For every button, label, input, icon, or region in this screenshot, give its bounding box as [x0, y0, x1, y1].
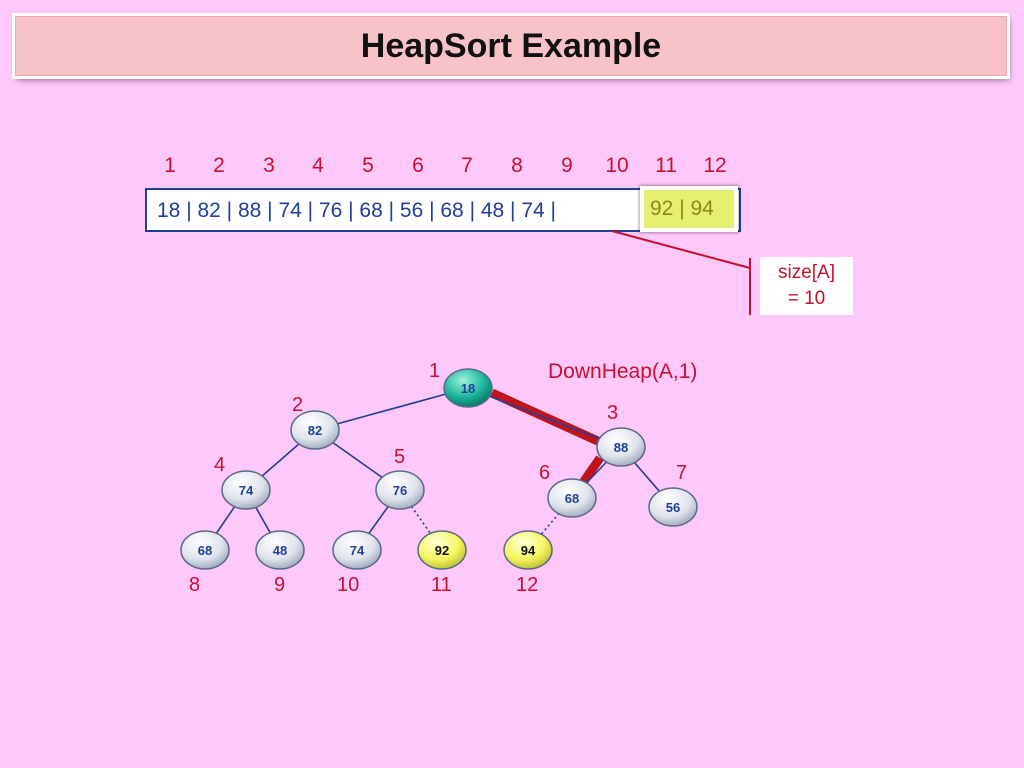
heap-node-6-value: 68 — [565, 491, 579, 506]
heap-node-12: 94 — [503, 530, 553, 570]
node-index-6: 6 — [539, 462, 551, 484]
array-index-12: 12 — [703, 154, 727, 177]
heap-node-2-value: 82 — [308, 423, 322, 438]
array-index-11: 11 — [655, 154, 677, 177]
array-index-4: 4 — [312, 154, 324, 177]
heap-node-9: 48 — [255, 530, 305, 570]
title-bar: HeapSort Example — [15, 16, 1007, 76]
array-index-9: 9 — [561, 154, 573, 177]
heap-node-11-value: 92 — [435, 543, 449, 558]
heap-node-9-value: 48 — [273, 543, 287, 558]
array-values: 18 | 82 | 88 | 74 | 76 | 68 | 56 | 68 | … — [157, 199, 556, 222]
heap-node-1-value: 18 — [461, 381, 475, 396]
node-index-7: 7 — [676, 462, 688, 484]
heap-node-10: 74 — [332, 530, 382, 570]
heap-node-11: 92 — [417, 530, 467, 570]
array-index-1: 1 — [164, 154, 176, 177]
node-index-1: 1 — [429, 360, 441, 382]
edge-1-2 — [314, 387, 469, 431]
array-index-7: 7 — [461, 154, 473, 177]
heap-node-1: 18 — [443, 368, 493, 408]
heap-node-5: 76 — [375, 470, 425, 510]
size-note: size[A] = 10 — [760, 257, 853, 315]
heap-node-8-value: 68 — [198, 543, 212, 558]
heap-node-4: 74 — [221, 470, 271, 510]
sorted-values: 92 | 94 — [650, 197, 714, 220]
node-index-11: 11 — [431, 574, 452, 596]
node-index-4: 4 — [214, 454, 226, 476]
heap-node-7: 56 — [648, 487, 698, 527]
page-title: HeapSort Example — [360, 26, 662, 65]
array-index-5: 5 — [362, 154, 374, 177]
heap-node-10-value: 74 — [350, 543, 365, 558]
heap-node-4-value: 74 — [239, 483, 254, 498]
node-index-8: 8 — [189, 574, 201, 596]
array-index-6: 6 — [412, 154, 424, 177]
heap-node-8: 68 — [180, 530, 230, 570]
heap-node-2: 82 — [290, 410, 340, 450]
heap-node-7-value: 56 — [666, 500, 680, 515]
array-index-3: 3 — [263, 154, 275, 177]
array-index-2: 2 — [213, 154, 225, 177]
node-index-10: 10 — [337, 574, 360, 596]
array-index-8: 8 — [511, 154, 523, 177]
heap-node-12-value: 94 — [521, 543, 536, 558]
node-index-5: 5 — [394, 446, 406, 468]
heap-node-3: 88 — [596, 427, 646, 467]
operation-label: DownHeap(A,1) — [548, 360, 698, 383]
array-index-10: 10 — [605, 154, 629, 177]
size-note-line2: = 10 — [787, 288, 826, 309]
node-index-2: 2 — [292, 394, 304, 416]
size-note-line1: size[A] — [777, 262, 836, 283]
sorted-portion-highlight: 92 | 94 — [640, 186, 738, 232]
node-index-3: 3 — [607, 402, 619, 424]
node-index-9: 9 — [274, 574, 286, 596]
heap-node-6: 68 — [547, 478, 597, 518]
node-index-12: 12 — [516, 574, 539, 596]
edge-1-3 — [467, 387, 622, 448]
heap-node-5-value: 76 — [393, 483, 407, 498]
heap-node-3-value: 88 — [614, 440, 628, 455]
downheap-path-3-6 — [578, 455, 604, 487]
